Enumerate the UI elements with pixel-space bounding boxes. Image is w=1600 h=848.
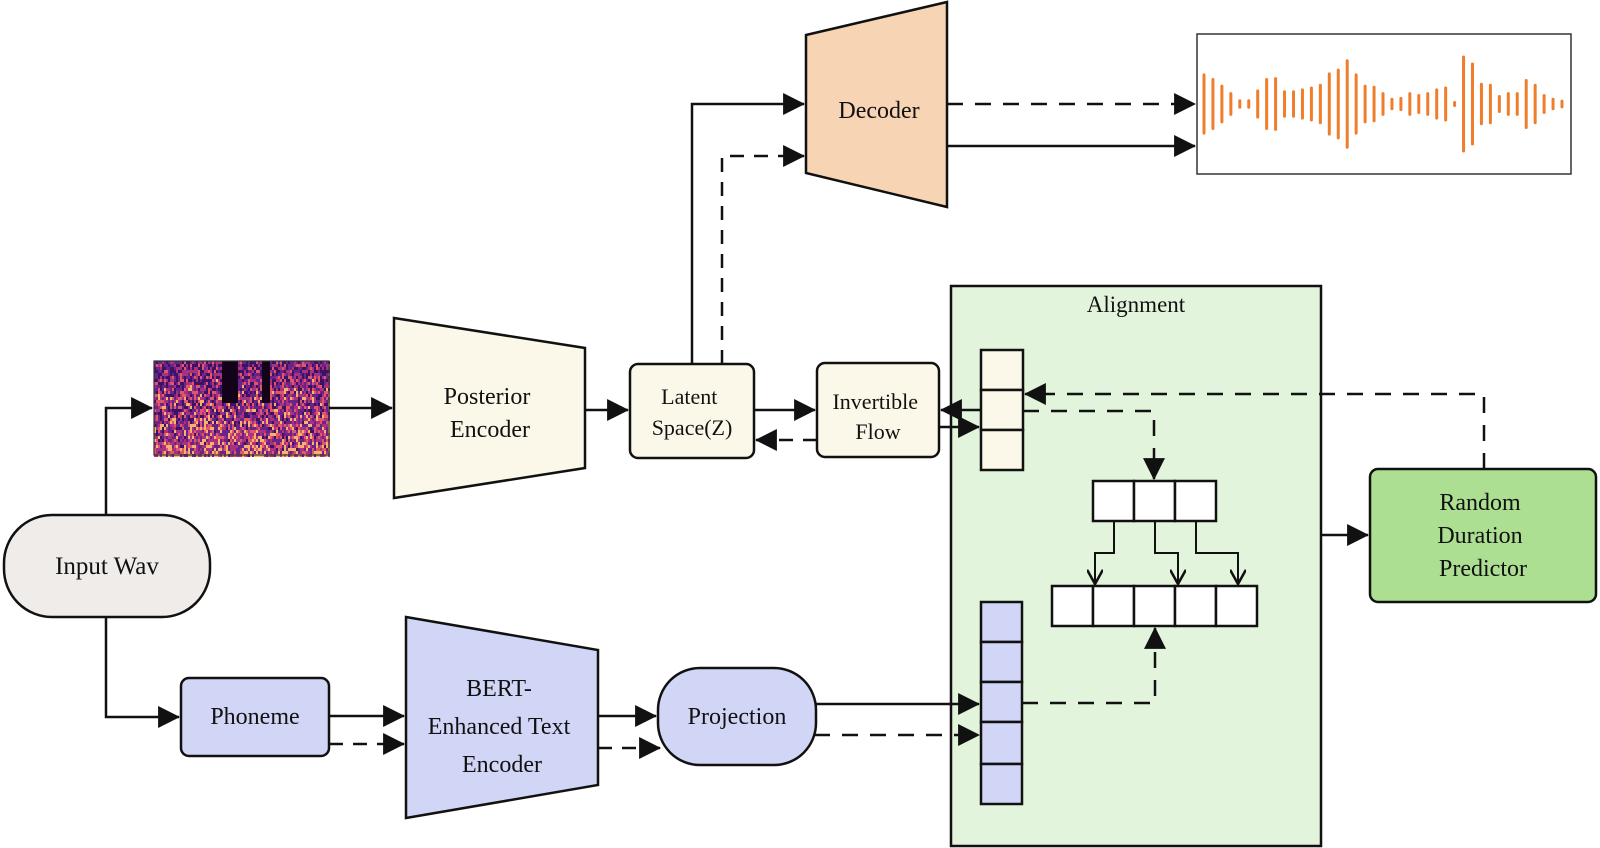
input-wav-label: Input Wav [55, 553, 159, 580]
arrow-column-to-durations-dashed [1023, 409, 1165, 481]
posterior-encoder-node[interactable] [392, 316, 587, 500]
latent-space-node[interactable] [628, 362, 756, 460]
alignment-title: Alignment [1087, 292, 1186, 317]
bert-text-encoder-label: BERT- Enhanced Text Encoder [428, 676, 577, 778]
spectrogram-icon [153, 360, 330, 457]
arrow-latent-to-decoder [690, 93, 806, 364]
arrow-input-to-phoneme [104, 617, 181, 728]
text-column-cells [979, 600, 1024, 806]
invertible-flow-label: Invertible Flow [832, 389, 923, 444]
projection-label: Projection [688, 704, 787, 730]
invertible-flow-node[interactable] [815, 361, 941, 459]
decoder-node[interactable] [804, 0, 949, 209]
arrow-latent-to-decoder-dashed [720, 145, 806, 364]
decoder-label: Decoder [838, 98, 919, 124]
projection-node[interactable] [656, 666, 818, 767]
arrow-text-column-to-expanded-dashed [1022, 626, 1166, 705]
arrow-duration-split-2 [1154, 521, 1178, 584]
phoneme-label: Phoneme [210, 704, 299, 730]
arrow-duration-split-1 [1095, 521, 1115, 584]
random-duration-predictor-label: Random Duration Predictor [1437, 490, 1528, 582]
arrow-input-to-spectrogram [104, 397, 154, 515]
duration-row-cells [1091, 479, 1218, 523]
waveform-output-icon [1196, 33, 1572, 175]
arrow-duration-split-3 [1195, 521, 1238, 584]
posterior-encoder-label: Posterior Encoder [444, 384, 537, 443]
latent-column-cells [979, 348, 1025, 472]
bert-text-encoder-node[interactable] [404, 615, 600, 820]
latent-space-label: Latent Space(Z) [652, 384, 733, 440]
expanded-row-cells [1050, 584, 1259, 628]
